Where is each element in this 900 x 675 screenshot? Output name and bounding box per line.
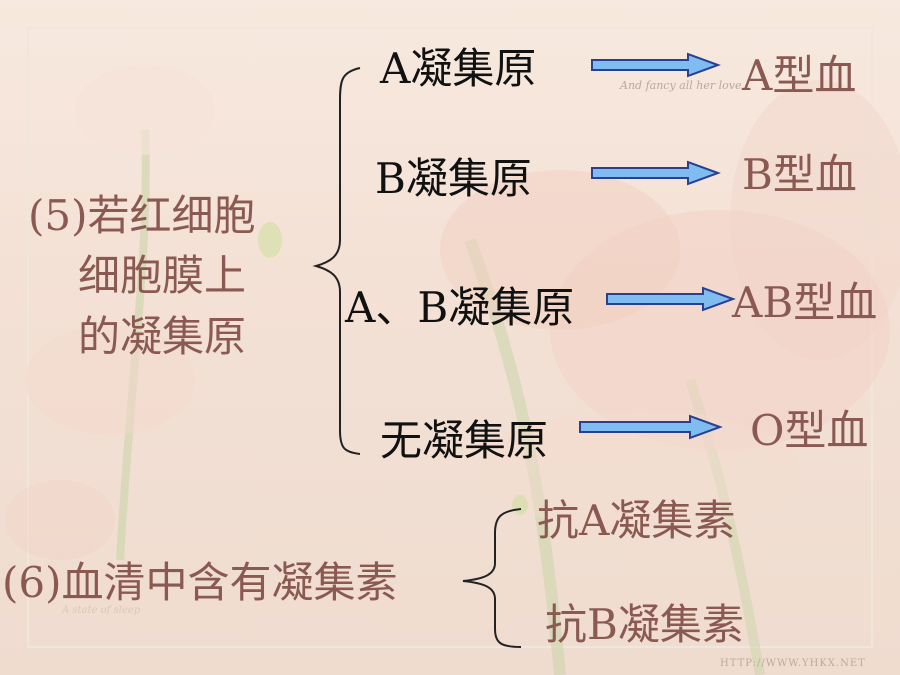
antigen-b-label: B凝集原: [375, 154, 532, 203]
arrow-icon: [591, 160, 721, 186]
section6-label: (6)血清中含有凝集素: [2, 558, 398, 607]
section5-label-line1: (5)若红细胞: [28, 191, 256, 240]
watermark-logo-text: A state of sleep: [62, 605, 141, 616]
section5-label-line3: 的凝集原: [78, 312, 247, 361]
blood-type-a: A型血: [742, 51, 857, 100]
section5-brace: [312, 67, 361, 455]
antibody-b-label: 抗B凝集素: [545, 600, 744, 649]
arrow-icon: [606, 286, 736, 312]
antibody-a-label: 抗A凝集素: [537, 496, 736, 545]
antigen-none-label: 无凝集原: [380, 416, 549, 465]
antigen-ab-label: A、B凝集原: [345, 283, 575, 332]
blood-type-o: O型血: [750, 406, 869, 455]
arrow-icon: [591, 52, 721, 78]
watermark-script-text: And fancy all her love: [620, 79, 742, 92]
blood-type-ab: AB型血: [732, 278, 878, 327]
section5-label-line2: 细胞膜上: [78, 251, 247, 300]
watermark-site-text: HTTP://WWW.YHKX.NET: [720, 658, 866, 669]
section6-brace: [462, 508, 522, 648]
antigen-a-label: A凝集原: [380, 44, 537, 93]
blood-type-b: B型血: [742, 150, 857, 199]
arrow-icon: [579, 414, 723, 440]
